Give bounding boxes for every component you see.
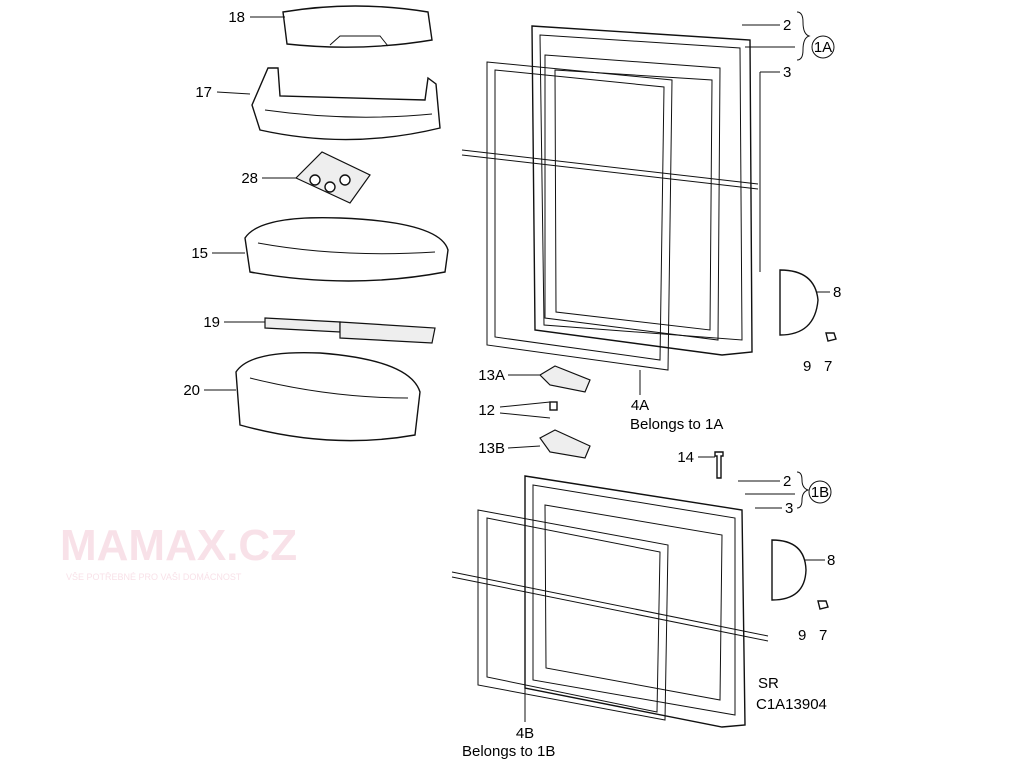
label-19: 19 (203, 314, 220, 331)
part-20-door-shelf (235, 351, 421, 442)
note-code: C1A13904 (756, 696, 827, 713)
leader-lines (204, 11, 835, 722)
part-18-lid (282, 5, 433, 48)
part-14-pin (714, 451, 724, 479)
label-8-upper: 8 (833, 284, 841, 301)
upper-door-1A (531, 25, 753, 356)
break-line (461, 149, 759, 185)
label-28: 28 (241, 170, 258, 187)
label-18: 18 (228, 9, 245, 26)
label-14: 14 (677, 449, 694, 466)
part-15-door-shelf (244, 216, 449, 282)
part-7-cap-lower (817, 600, 829, 610)
break-line (461, 154, 759, 190)
label-2-lower: 2 (783, 473, 791, 490)
part-7-cap-upper (825, 332, 837, 342)
label-8-lower: 8 (827, 552, 835, 569)
part-28-egg-tray (294, 151, 371, 204)
part-19-bottle-rack (264, 317, 436, 344)
label-3-upper: 3 (783, 64, 791, 81)
label-2-upper: 2 (783, 17, 791, 34)
part-12-pin (549, 401, 558, 411)
label-13B: 13B (478, 440, 505, 457)
label-17: 17 (195, 84, 212, 101)
part-13B-hinge (539, 429, 591, 459)
label-13A: 13A (478, 367, 505, 384)
watermark-logo-text: MAMAX.CZ (60, 521, 297, 570)
label-12: 12 (478, 402, 495, 419)
label-7-upper: 7 (824, 358, 832, 375)
label-1A: 1A (814, 39, 832, 56)
part-8-handle-upper (779, 269, 819, 336)
label-9-upper: 9 (803, 358, 811, 375)
note-belongs-1B: Belongs to 1B (462, 743, 555, 760)
label-9-lower: 9 (798, 627, 806, 644)
part-17-door-shelf (251, 67, 441, 141)
label-4B: 4B (516, 725, 534, 742)
watermark-tagline: VŠE POTŘEBNÉ PRO VAŠI DOMÁCNOST (66, 572, 242, 582)
part-13A-hinge (539, 365, 591, 393)
break-line (451, 571, 769, 637)
watermark-logo: MAMAX.CZ VŠE POTŘEBNÉ PRO VAŠI DOMÁCNOST (60, 521, 297, 582)
gasket-4A (486, 61, 673, 371)
label-20: 20 (183, 382, 200, 399)
label-1B: 1B (811, 484, 829, 501)
label-4A: 4A (631, 397, 649, 414)
break-line (451, 576, 769, 642)
note-sr: SR (758, 675, 779, 692)
lower-door-1B (524, 475, 746, 728)
gasket-4B (477, 509, 669, 721)
part-8-handle-lower (771, 539, 807, 601)
label-7-lower: 7 (819, 627, 827, 644)
note-belongs-1A: Belongs to 1A (630, 416, 723, 433)
label-15: 15 (191, 245, 208, 262)
label-3-lower: 3 (785, 500, 793, 517)
